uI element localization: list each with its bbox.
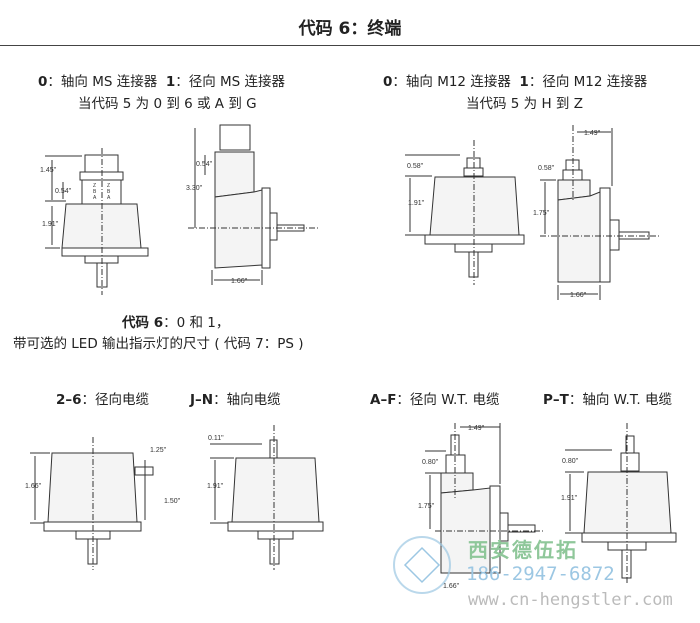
led-letter: A xyxy=(107,195,111,201)
dim-label: 1.45" xyxy=(40,167,57,174)
note-led: 带可选的 LED 输出指示灯的尺寸 ( 代码 7：PS ) xyxy=(13,336,304,352)
led-letter: Z xyxy=(93,183,96,189)
watermark-company: 西安德伍拓 xyxy=(468,538,578,562)
dim-label: 3.30" xyxy=(186,185,203,192)
note-m12: 当代码 5 为 H 到 Z xyxy=(466,96,583,112)
heading-cable-2-6: 2–6：径向电缆 xyxy=(56,392,150,408)
drawing-ms-radial: 0.54" 3.30" 1.66" xyxy=(186,124,318,285)
page-title: 代码 6：终端 xyxy=(298,19,402,39)
title-divider xyxy=(0,45,700,46)
dim-label: 1.91" xyxy=(207,483,224,490)
dim-label: 1.25" xyxy=(150,447,167,454)
dim-label: 0.80" xyxy=(562,458,579,465)
dim-label: 1.91" xyxy=(42,221,59,228)
dim-label: 0.54" xyxy=(196,161,213,168)
dim-label: 1.75" xyxy=(418,503,435,510)
dim-label: 0.11" xyxy=(208,435,224,442)
note-ms: 当代码 5 为 0 到 6 或 A 到 G xyxy=(78,96,257,112)
dim-label: 1.75" xyxy=(533,210,550,217)
drawing-m12-radial: 1.49" 0.58" 1.75" 1.66" xyxy=(533,125,660,300)
heading-ms: 0：轴向 MS 连接器 1：径向 MS 连接器 xyxy=(38,74,286,90)
drawing-cable-j-n: 0.11" 1.91" xyxy=(207,425,324,570)
watermark-url: www.cn-hengstler.com xyxy=(468,590,673,610)
led-letter: A xyxy=(93,195,97,201)
drawing-cable-p-t: 0.80" 1.91" xyxy=(561,423,677,585)
dim-label: 0.58" xyxy=(407,163,424,170)
dim-label: 1.91" xyxy=(561,495,578,502)
led-letter: Z xyxy=(107,183,110,189)
dim-label: 1.49" xyxy=(584,130,601,137)
dim-label: 1.66" xyxy=(443,583,460,590)
dim-label: 0.58" xyxy=(538,165,555,172)
dim-label: 0.54" xyxy=(55,188,72,195)
drawing-ms-axial: 1.45" 0.54" 1.91" Z B A Z B A xyxy=(40,148,149,295)
led-letter: B xyxy=(93,189,97,195)
dim-label: 1.66" xyxy=(25,483,42,490)
watermark-logo xyxy=(393,536,451,594)
dim-label: 1.66" xyxy=(570,292,587,299)
dim-label: 1.91" xyxy=(408,200,425,207)
heading-m12: 0：轴向 M12 连接器 1：径向 M12 连接器 xyxy=(383,74,648,90)
heading-cable-p-t: P–T：轴向 W.T. 电缆 xyxy=(543,392,672,408)
watermark: 西安德伍拓 186-2947-6872 www.cn-hengstler.com xyxy=(393,536,673,610)
heading-cable-a-f: A–F：径向 W.T. 电缆 xyxy=(370,392,500,408)
dim-label: 0.80" xyxy=(422,459,439,466)
heading-led: 代码 6：0 和 1， xyxy=(122,315,230,331)
dim-label: 1.50" xyxy=(164,498,181,505)
watermark-phone: 186-2947-6872 xyxy=(466,563,615,585)
drawing-cable-a-f: 1.49" 0.80" 1.75" 1.66" xyxy=(418,423,545,590)
heading-cable-j-n: J–N：轴向电缆 xyxy=(190,392,281,408)
dim-label: 1.49" xyxy=(468,425,485,432)
dim-label: 1.66" xyxy=(231,278,248,285)
drawing-cable-2-6: 1.25" 1.66" 1.50" xyxy=(25,437,181,570)
drawing-m12-axial: 0.58" 1.91" xyxy=(405,140,525,285)
led-letter: B xyxy=(107,189,111,195)
